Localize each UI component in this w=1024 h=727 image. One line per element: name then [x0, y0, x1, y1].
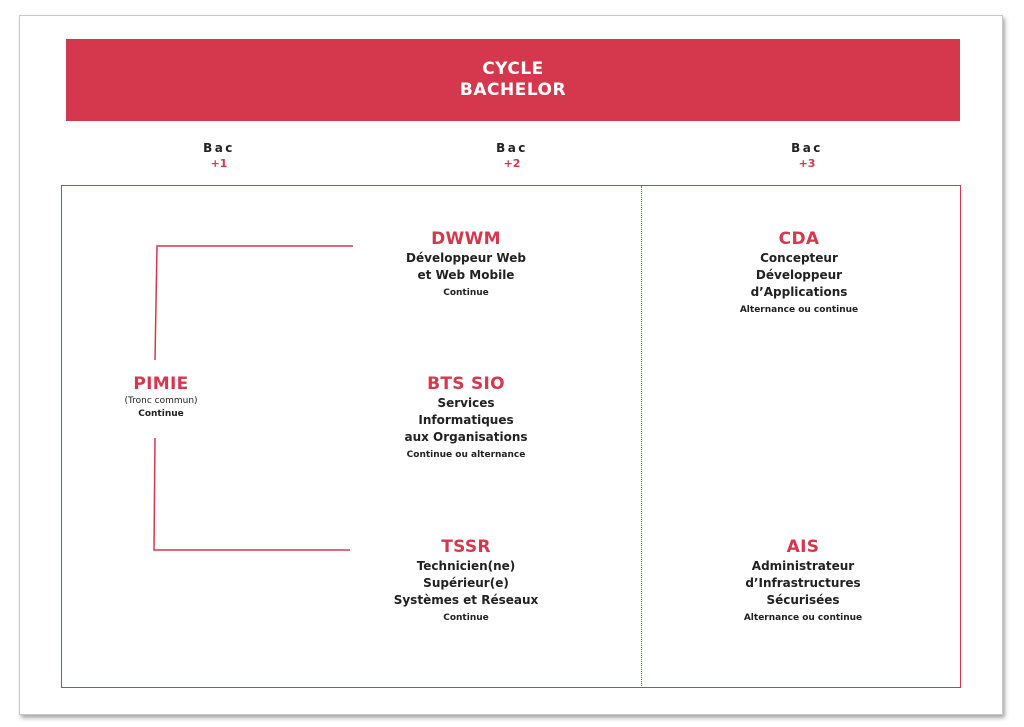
- banner-title-line2: BACHELOR: [459, 80, 567, 100]
- level-label: Bac: [496, 141, 528, 155]
- program-code: CDA: [778, 229, 820, 249]
- program-desc-line: Sécurisées: [766, 593, 840, 607]
- program-ais: AIS Administrateur d’Infrastructures Séc…: [683, 537, 923, 626]
- program-desc-line: Services: [437, 396, 495, 410]
- program-cda: CDA Concepteur Développeur d’Application…: [679, 229, 919, 318]
- program-pimie: PIMIE (Tronc commun) Continue: [41, 374, 281, 421]
- program-desc-line: Systèmes et Réseaux: [393, 593, 539, 607]
- program-desc-line: Concepteur: [760, 251, 838, 265]
- program-code: PIMIE: [133, 374, 189, 394]
- level-value: +3: [798, 157, 816, 170]
- level-value: +2: [503, 157, 521, 170]
- program-code: DWWM: [431, 229, 501, 249]
- level-header-bac3: Bac +3: [747, 141, 867, 171]
- program-desc-line: Administrateur: [751, 559, 855, 573]
- program-desc-line: et Web Mobile: [417, 268, 515, 282]
- program-desc-line: aux Organisations: [404, 430, 528, 444]
- column-divider: [641, 186, 642, 688]
- program-desc: (Tronc commun): [124, 396, 198, 406]
- program-code: BTS SIO: [427, 374, 505, 394]
- program-desc-line: Supérieur(e): [423, 576, 509, 590]
- diagram-frame: [61, 185, 961, 688]
- program-code: AIS: [786, 537, 820, 557]
- program-desc-line: Développeur Web: [406, 251, 526, 265]
- program-desc-line: Informatiques: [418, 413, 514, 427]
- program-desc-line: Développeur: [755, 268, 843, 282]
- level-label: Bac: [791, 141, 823, 155]
- level-header-bac2: Bac +2: [452, 141, 572, 171]
- program-mode: Continue: [138, 409, 184, 419]
- connector-top: [154, 245, 353, 361]
- program-desc-line: Technicien(ne): [416, 559, 516, 573]
- level-header-bac1: Bac +1: [159, 141, 279, 171]
- level-label: Bac: [203, 141, 235, 155]
- program-mode: Alternance ou continue: [743, 613, 863, 623]
- program-bts-sio: BTS SIO Services Informatiques aux Organ…: [346, 374, 586, 463]
- program-mode: Continue: [443, 613, 489, 623]
- program-code: TSSR: [441, 537, 491, 557]
- program-tssr: TSSR Technicien(ne) Supérieur(e) Système…: [346, 537, 586, 626]
- program-desc-line: d’Infrastructures: [745, 576, 861, 590]
- program-mode: Alternance ou continue: [739, 305, 859, 315]
- program-mode: Continue: [443, 288, 489, 298]
- document-page: [19, 15, 1003, 715]
- program-mode: Continue ou alternance: [406, 450, 526, 460]
- connector-bottom: [153, 437, 350, 551]
- banner-title-line1: CYCLE: [482, 59, 544, 79]
- program-desc-line: d’Applications: [750, 285, 848, 299]
- level-value: +1: [210, 157, 228, 170]
- cycle-banner: CYCLE BACHELOR: [66, 39, 960, 121]
- program-dwwm: DWWM Développeur Web et Web Mobile Conti…: [346, 229, 586, 301]
